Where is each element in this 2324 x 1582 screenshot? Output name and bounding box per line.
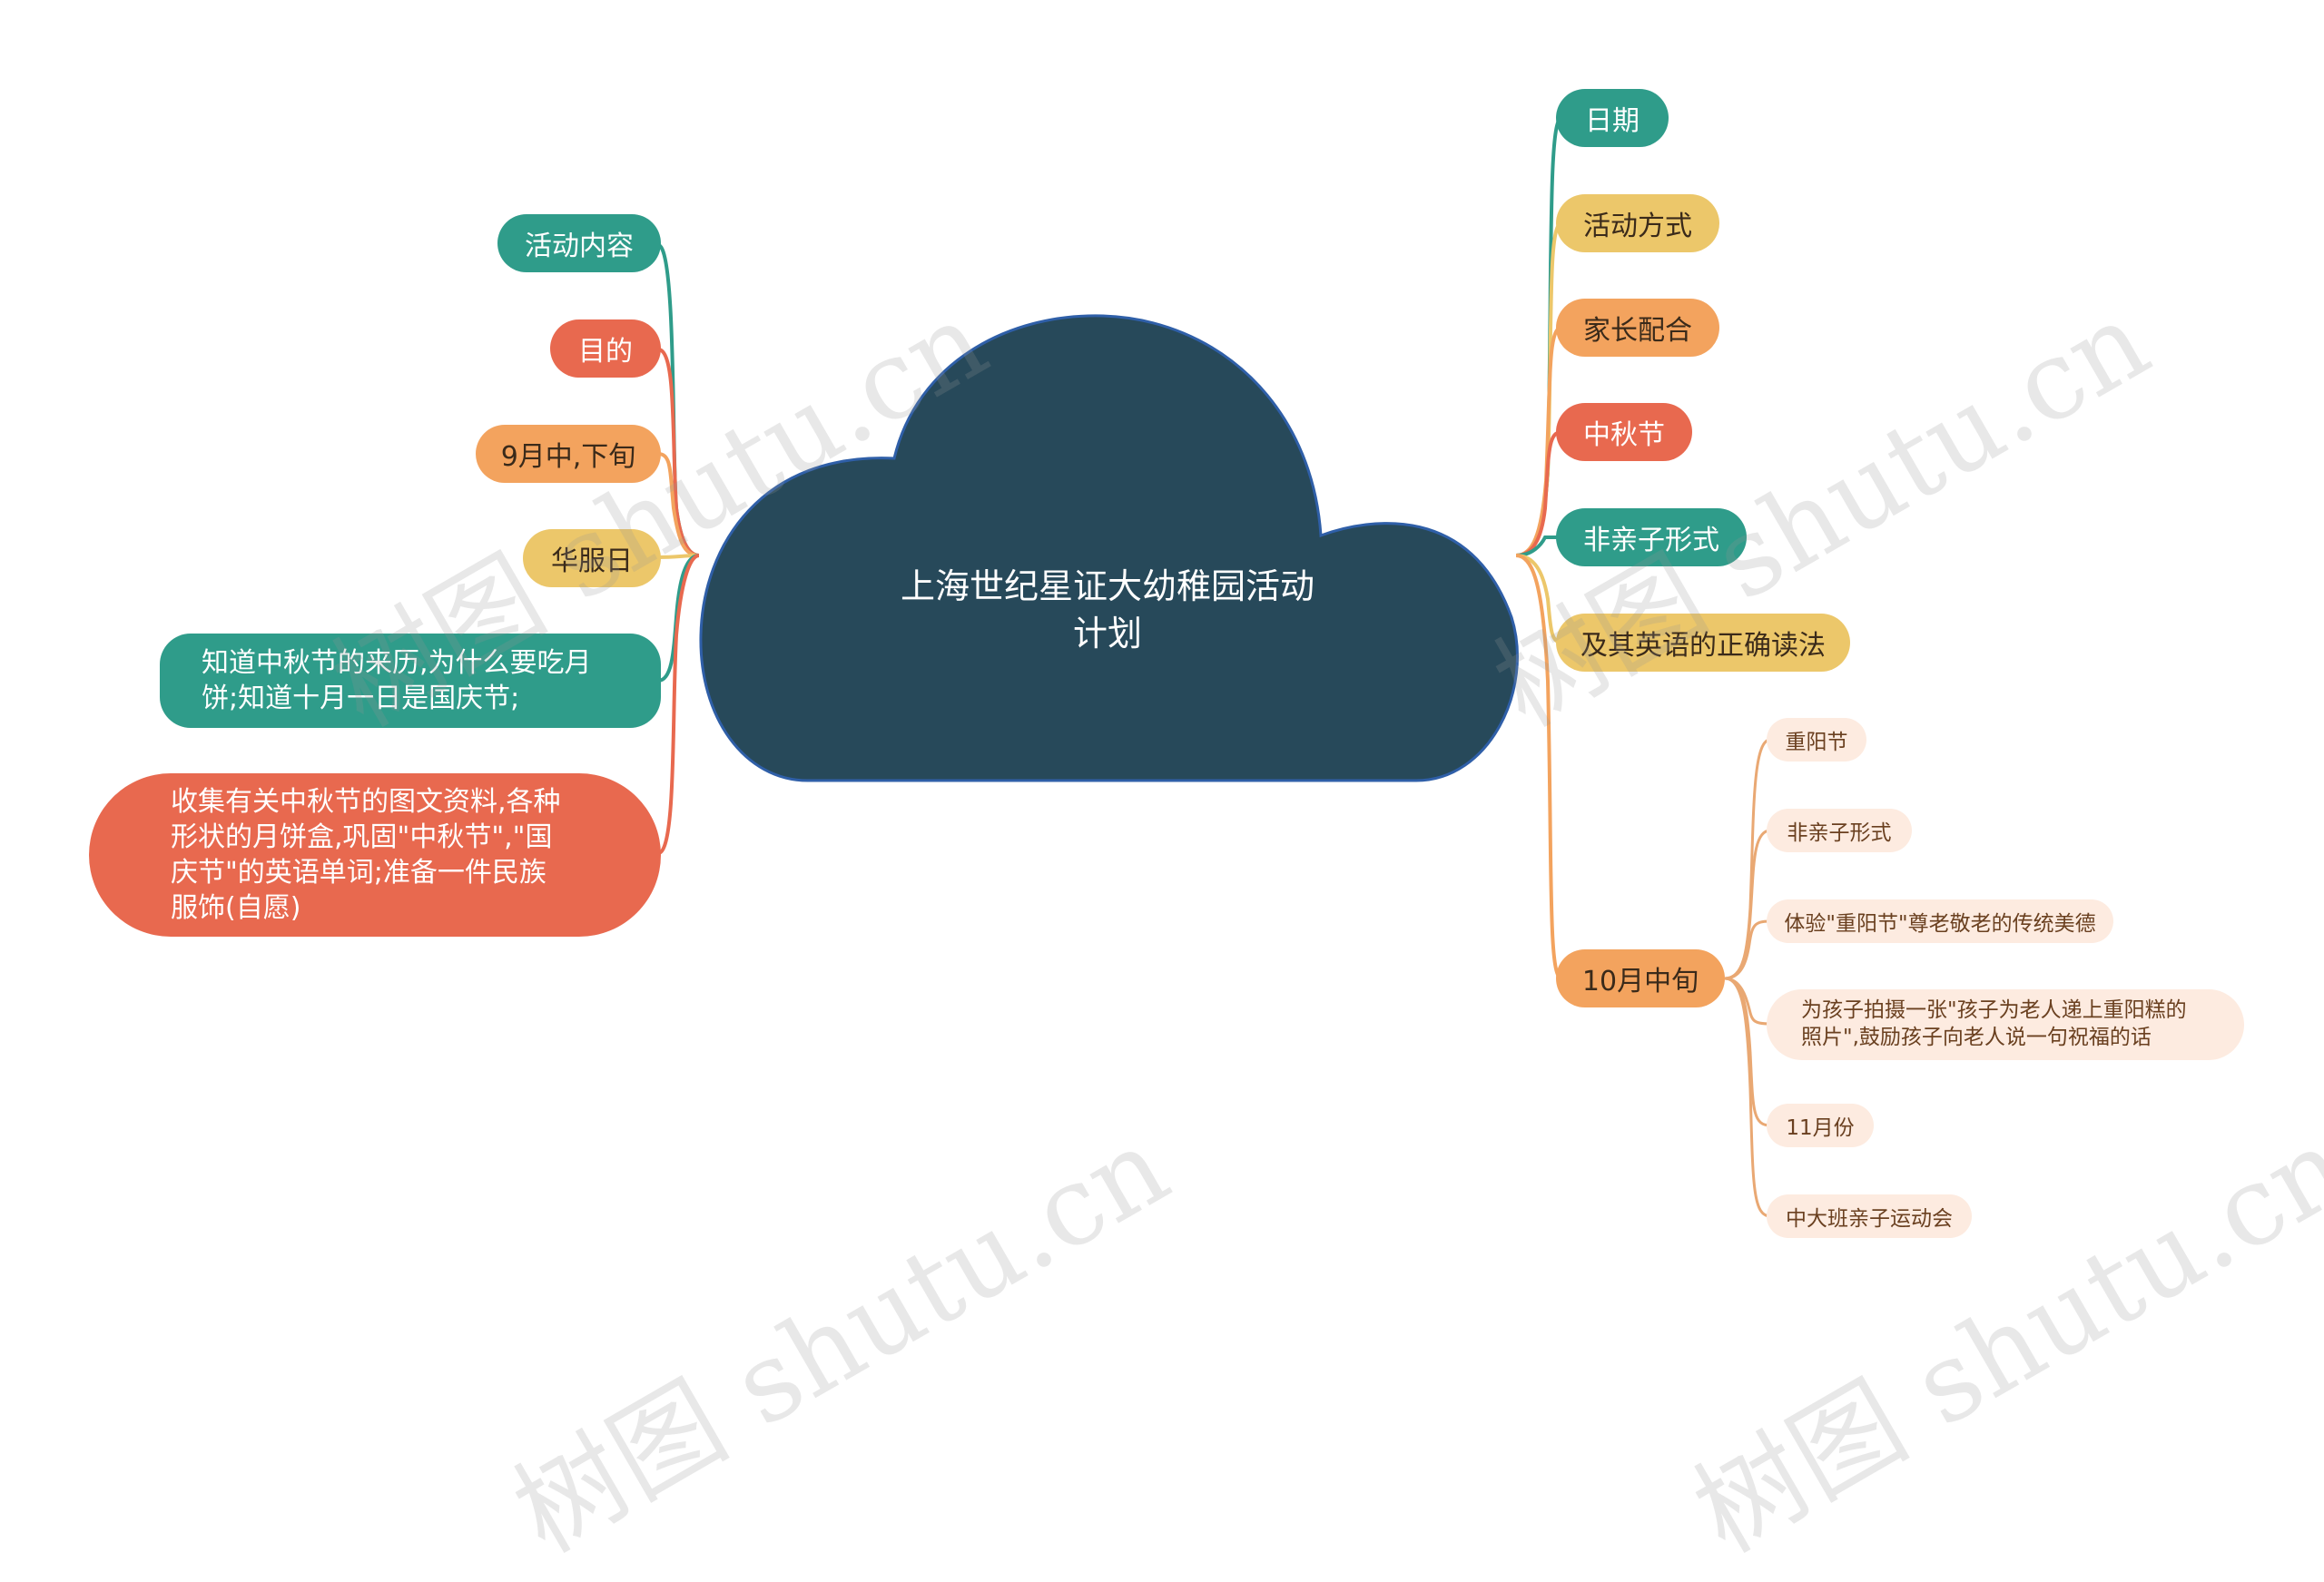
connector-left-2 [657,348,700,557]
right-node-english-pronunciation[interactable]: 及其英语的正确读法 [1556,614,1850,672]
left-node-costume-day[interactable]: 华服日 [523,529,661,587]
right-node-parent-cooperation[interactable]: 家长配合 [1556,299,1719,357]
mind-map: 上海世纪星证大幼稚园活动计划 活动内容 目的 9月中,下旬 华服日 知道中秋节的… [89,89,2324,1577]
connector-left-3 [657,452,700,557]
left-node-learning-goal[interactable]: 知道中秋节的来历,为什么要吃月饼;知道十月一日是国庆节; [160,634,661,728]
right-node-date[interactable]: 日期 [1556,89,1669,147]
right-node-mid-october[interactable]: 10月中旬 [1556,949,1725,1007]
connector-right-5 [1515,536,1561,557]
sub-node-non-parent-form[interactable]: 非亲子形式 [1767,809,1912,852]
sub-node-sports-meet[interactable]: 中大班亲子运动会 [1767,1194,1972,1238]
sub-node-respect-elders[interactable]: 体验"重阳节"尊老敬老的传统美德 [1767,899,2113,943]
right-node-mid-autumn[interactable]: 中秋节 [1556,403,1692,461]
connector-sub-3 [1724,919,1771,980]
connector-right-7 [1515,554,1562,980]
connector-right-6 [1515,554,1562,644]
left-node-activity-content[interactable]: 活动内容 [497,214,661,272]
connector-left-6 [657,554,700,855]
left-node-preparation[interactable]: 收集有关中秋节的图文资料,各种形状的月饼盒,巩固"中秋节","国庆节"的英语单词… [89,773,661,937]
right-node-non-parent-form[interactable]: 非亲子形式 [1556,508,1747,566]
connector-lines [656,116,1771,1218]
right-node-activity-method[interactable]: 活动方式 [1556,194,1719,252]
left-node-purpose[interactable]: 目的 [550,319,661,378]
central-cloud-shape [699,314,1519,782]
left-node-september-period[interactable]: 9月中,下旬 [476,425,661,483]
connector-sub-6 [1724,977,1771,1218]
central-topic[interactable]: 上海世纪星证大幼稚园活动计划 [900,566,1315,654]
sub-node-double-ninth[interactable]: 重阳节 [1767,718,1866,762]
sub-node-november[interactable]: 11月份 [1767,1104,1874,1147]
sub-node-photo-task[interactable]: 为孩子拍摄一张"孩子为老人递上重阳糕的照片",鼓励孩子向老人说一句祝福的话 [1767,989,2244,1060]
